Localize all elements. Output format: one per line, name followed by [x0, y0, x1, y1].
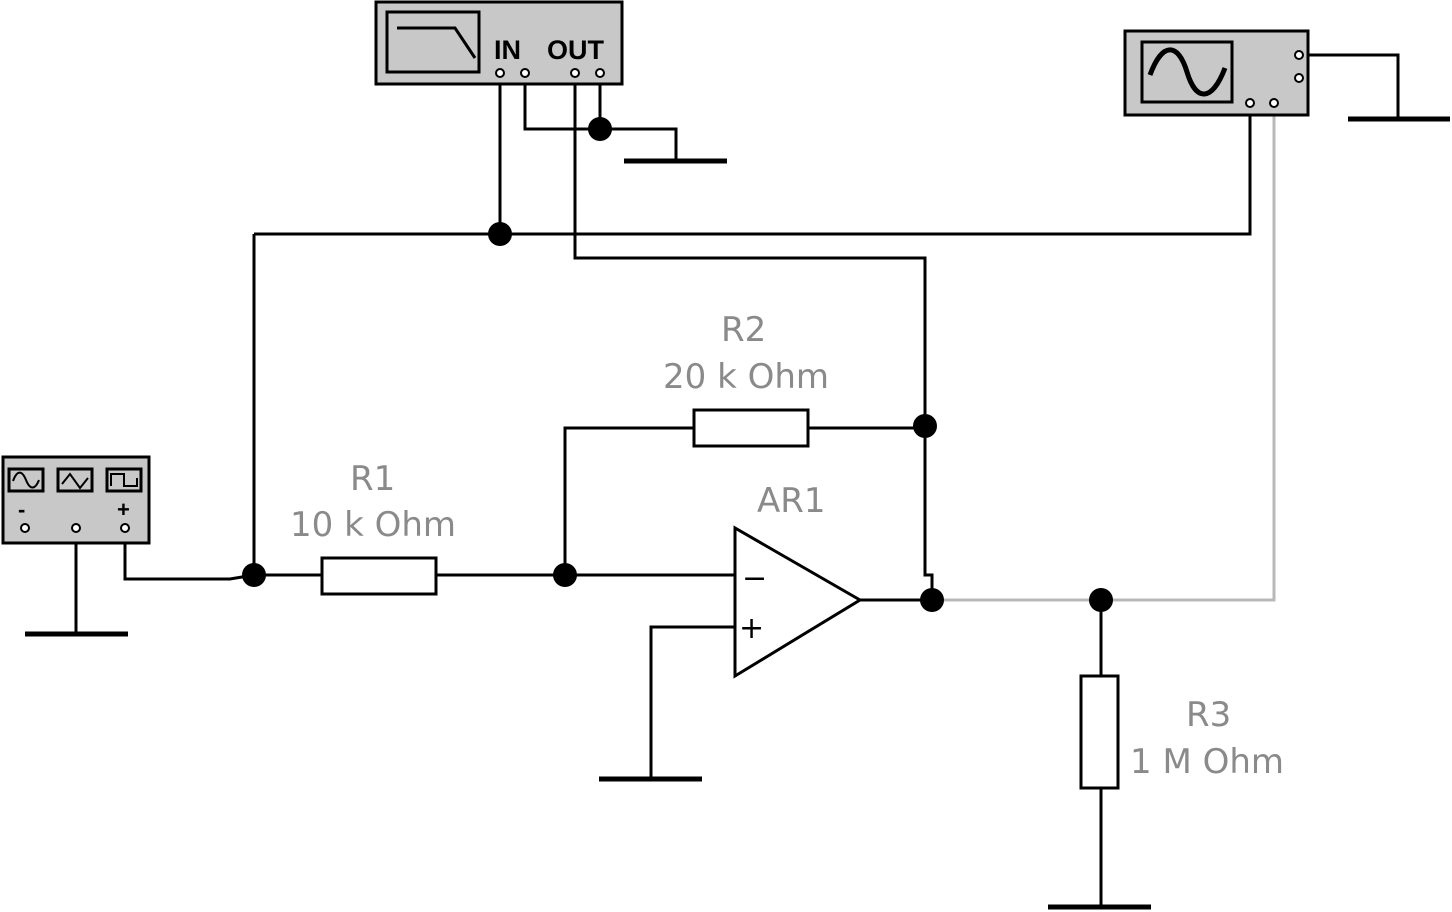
fgen-plus-label: + [117, 497, 130, 522]
scope-channel-a-terminal[interactable] [1245, 98, 1255, 108]
r2-name-label: R2 [721, 310, 766, 350]
junctions [242, 117, 1113, 612]
wire-top-rail [254, 103, 1252, 236]
sine-wave-icon [1147, 47, 1228, 97]
wire-bode-out-minus [598, 73, 678, 160]
ground-symbols [25, 116, 1450, 910]
scope-channel-b-terminal[interactable] [1269, 98, 1279, 108]
junction-feedback [913, 414, 937, 438]
junction-input [242, 563, 266, 587]
resistor-r1[interactable] [320, 556, 438, 596]
wire-fgen-plus [123, 528, 255, 581]
bode-in-plus-terminal[interactable] [495, 68, 505, 78]
r1-value-label: 10 k Ohm [290, 505, 456, 545]
bode-in-minus-terminal[interactable] [520, 68, 530, 78]
wire-scope-ground [1299, 53, 1400, 118]
r3-value-label: 1 M Ohm [1130, 742, 1284, 782]
junction-output [920, 588, 944, 612]
square-wave-icon [110, 473, 138, 487]
ar1-name-label: AR1 [757, 481, 826, 521]
scope-ground-terminal[interactable] [1294, 50, 1304, 60]
fgen-plus-terminal[interactable] [120, 523, 130, 533]
r3-name-label: R3 [1186, 695, 1231, 735]
r1-name-label: R1 [350, 459, 395, 499]
oscilloscope[interactable] [1123, 29, 1310, 117]
sine-wave-icon [12, 471, 40, 489]
fgen-minus-label: - [18, 497, 25, 522]
triangle-wave-icon [61, 472, 89, 490]
junction-load [1089, 588, 1113, 612]
wire-feedback [563, 426, 925, 575]
op-amp-triangle[interactable] [733, 525, 863, 679]
fgen-common-terminal[interactable] [71, 523, 81, 533]
wire-noninv-ground [649, 625, 737, 778]
fgen-minus-terminal[interactable] [20, 523, 30, 533]
junction-inverting [553, 563, 577, 587]
junction-top [488, 222, 512, 246]
op-amp-inverting-sign: − [742, 561, 767, 596]
bode-out-label: OUT [547, 35, 605, 65]
op-amp-noninverting-sign: + [739, 611, 764, 646]
bode-in-label: IN [494, 35, 521, 65]
scope-trigger-terminal[interactable] [1294, 73, 1304, 83]
low-pass-curve-icon [397, 26, 477, 59]
bode-out-minus-terminal[interactable] [595, 68, 605, 78]
resistor-r3[interactable] [1079, 674, 1120, 790]
oscilloscope-screen [1140, 40, 1234, 104]
bode-out-plus-terminal[interactable] [570, 68, 580, 78]
r2-value-label: 20 k Ohm [663, 357, 829, 397]
wire-output-gray [932, 103, 1276, 602]
resistor-r2[interactable] [692, 408, 810, 448]
op-amp-ar1[interactable]: − + [733, 525, 863, 679]
function-generator[interactable]: - + [1, 455, 151, 545]
junction-bode-ground [588, 117, 612, 141]
bode-plotter[interactable]: IN OUT [374, 0, 624, 86]
